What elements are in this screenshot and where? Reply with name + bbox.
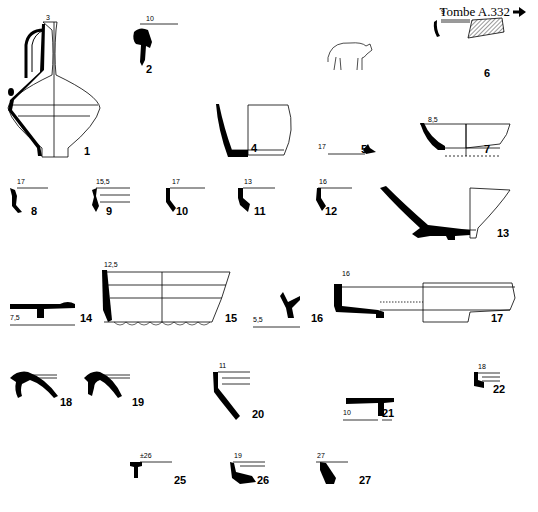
diameter-label: 19 <box>234 452 242 459</box>
catalog-number: 11 <box>254 206 266 217</box>
catalog-number: 13 <box>497 228 509 239</box>
catalog-number: 20 <box>252 409 264 420</box>
catalog-number: 8 <box>31 206 37 217</box>
diameter-label: 15,5 <box>96 178 110 185</box>
diameter-label: 3 <box>46 14 50 21</box>
catalog-number: 27 <box>359 475 371 486</box>
catalog-number: 9 <box>106 206 112 217</box>
section-profiles <box>8 7 526 484</box>
catalog-number: 12 <box>325 206 337 217</box>
catalog-number: 5 <box>361 144 367 155</box>
diameter-label: 17 <box>318 143 326 150</box>
diameter-label: 7,5 <box>10 314 20 321</box>
catalog-number: 14 <box>80 313 92 324</box>
diameter-label: 16 <box>342 270 350 277</box>
catalog-number: 4 <box>251 143 257 154</box>
diameter-label: ±26 <box>140 452 152 459</box>
catalog-number: 25 <box>174 475 186 486</box>
catalog-number: 19 <box>132 397 144 408</box>
diameter-label: 12,5 <box>104 261 118 268</box>
diameter-label: 17 <box>17 178 25 185</box>
catalog-number: 15 <box>225 313 237 324</box>
diameter-label: 10 <box>146 15 154 22</box>
diameter-label: 16 <box>319 178 327 185</box>
diameter-label: 17 <box>172 178 180 185</box>
plate-title: Tombe A.332 <box>439 5 510 18</box>
diameter-label: 18 <box>478 363 486 370</box>
diameter-label: 5,5 <box>253 316 263 323</box>
catalog-number: 18 <box>60 397 72 408</box>
diameter-label: 13 <box>244 178 252 185</box>
diameter-label: 9 <box>441 8 445 15</box>
catalog-number: 22 <box>493 384 505 395</box>
animal-sketch <box>328 43 372 70</box>
catalog-number: 7 <box>484 144 490 155</box>
catalog-number: 1 <box>84 146 90 157</box>
diameter-label: 27 <box>317 452 325 459</box>
catalog-number: 16 <box>311 313 323 324</box>
catalog-number: 26 <box>257 475 269 486</box>
diameter-label: 8,5 <box>428 116 438 123</box>
catalog-number: 10 <box>176 206 188 217</box>
jug-outline <box>8 22 100 157</box>
catalog-number: 6 <box>484 68 490 79</box>
diameter-label: 11 <box>219 362 226 369</box>
catalog-number: 17 <box>491 313 503 324</box>
catalog-number: 21 <box>382 408 394 419</box>
catalog-number: 2 <box>146 64 152 75</box>
diameter-label: 10 <box>343 409 351 416</box>
